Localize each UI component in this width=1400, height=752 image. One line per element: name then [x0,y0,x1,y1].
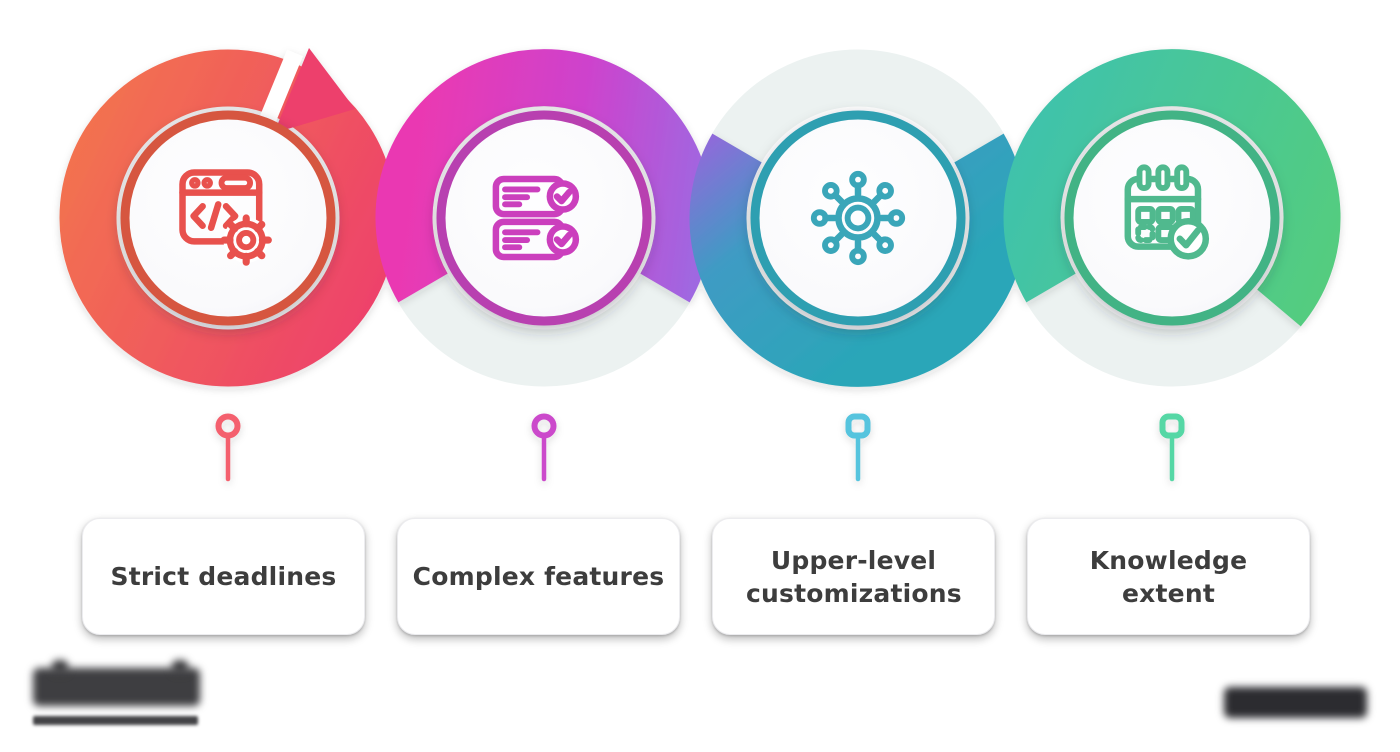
step-label-2: Complex features [412,562,665,591]
stem-marker-4 [1159,413,1185,439]
browser-code-gear-icon [179,169,272,266]
node-circles [120,110,1280,326]
step-card-2: Complex features [397,518,680,635]
flow-band-1 [59,49,397,387]
network-hub-icon [810,170,906,266]
flow-band-1-notch [259,49,303,125]
stem-marker-1 [215,413,241,439]
blurred-logo-left-detail [172,660,188,674]
node-inner-circle-1 [120,110,336,326]
ribbon-graphic [59,48,1341,482]
step-card-3: Upper-level customizations [712,518,995,635]
step-label-4: Knowledge extent [1089,545,1248,608]
step-card-4: Knowledge extent [1027,518,1310,635]
flow-band-4 [1003,49,1341,327]
blurred-logo-left-detail [52,660,68,674]
flow-ribbon [59,48,1341,387]
step-card-1: Strict deadlines [82,518,365,635]
checklist-check-icon [492,175,580,261]
blurred-logo-right [1224,687,1367,718]
node-inner-circle-3 [750,110,966,326]
flow-arrowhead-icon [274,48,355,133]
blurred-logo-left [33,668,200,706]
step-label-3: Upper-level customizations [746,545,962,608]
calendar-check-icon [1124,164,1210,260]
stem-marker-2 [531,413,557,439]
node-inner-circle-2 [436,110,652,326]
step-label-1: Strict deadlines [110,562,337,591]
blurred-logo-left-underline [33,716,198,725]
flow-band-3 [689,133,1027,387]
flow-band-2 [375,49,713,303]
stem-marker-3 [845,413,871,439]
stem-markers [215,413,1185,482]
